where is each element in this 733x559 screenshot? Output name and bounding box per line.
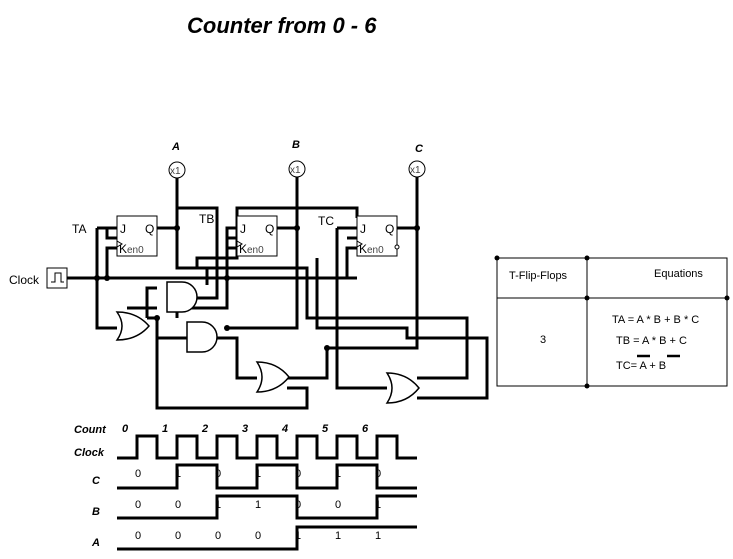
- flipflop-c: TC J Q K en0: [318, 214, 400, 257]
- timing-B-bit-1: 0: [175, 499, 181, 511]
- ff-a-q-pin: Q: [145, 222, 154, 236]
- ff-c-input-label: TC: [318, 214, 334, 228]
- timing-count-3: 3: [242, 423, 248, 435]
- timing-A-bit-0: 0: [135, 530, 141, 542]
- probe-b: B x1: [288, 139, 306, 178]
- timing-A-bit-3: 0: [255, 530, 261, 542]
- clock-source: Clock: [9, 267, 68, 289]
- ff-a-j-pin: J: [120, 222, 126, 236]
- flipflop-a: TA J Q K en0: [72, 215, 158, 257]
- timing-A-bit-6: 1: [375, 530, 381, 542]
- probe-a-name: A: [171, 141, 180, 153]
- timing-C-bit-5: 1: [335, 468, 341, 480]
- timing-clock-wave: [117, 434, 417, 460]
- timing-bit-labels: 0 1 0 1 0 1 0 0 0 1 1 0 0 1 0 0 0 0 1 1 1: [135, 468, 381, 542]
- probe-a-label: x1: [170, 166, 181, 177]
- probe-a: A x1: [168, 141, 186, 179]
- equation-ta: TA = A * B + B * C: [612, 314, 699, 326]
- timing-A-bit-1: 0: [175, 530, 181, 542]
- timing-A-bit-4: 1: [295, 530, 301, 542]
- timing-count-4: 4: [281, 423, 288, 435]
- timing-A-bit-2: 0: [215, 530, 221, 542]
- junction-dots: [94, 225, 420, 351]
- timing-label-b: B: [92, 506, 100, 518]
- timing-label-c: C: [92, 475, 101, 487]
- ff-b-input-label: TB: [199, 212, 214, 226]
- timing-C-bit-2: 0: [215, 468, 221, 480]
- timing-diagram: Count Clock C B A 0 1 2 3 4 5 6 0 1 0 1 0 1 0 0 0 1 1 0 0 1…: [74, 423, 417, 551]
- probe-b-label: x1: [290, 165, 301, 176]
- and-gate-2: [186, 321, 218, 353]
- ff-a-en-pin: en0: [127, 245, 144, 256]
- ff-b-q-pin: Q: [265, 222, 274, 236]
- ff-c-q-pin: Q: [385, 222, 394, 236]
- ff-b-j-pin: J: [240, 222, 246, 236]
- timing-label-clock: Clock: [74, 447, 105, 459]
- equation-tb: TB = A * B + C: [616, 335, 687, 347]
- table-header-flipflops: T-Flip-Flops: [509, 270, 568, 282]
- timing-B-bit-2: 1: [215, 499, 221, 511]
- timing-B-bit-5: 0: [335, 499, 341, 511]
- ff-c-k-pin: K: [359, 242, 367, 256]
- probe-c-name: C: [415, 143, 424, 155]
- timing-B-bit-4: 0: [295, 499, 301, 511]
- flipflop-b: TB J Q K en0: [199, 212, 278, 257]
- timing-label-a: A: [91, 537, 100, 549]
- timing-A-bit-5: 1: [335, 530, 341, 542]
- timing-count-0: 0: [122, 423, 129, 435]
- timing-count-5: 5: [322, 423, 329, 435]
- diagram-title: Counter from 0 - 6: [187, 13, 377, 38]
- timing-wave-a: [117, 525, 417, 551]
- ff-a-k-pin: K: [119, 242, 127, 256]
- equations-table: T-Flip-Flops Equations 3 TA = A * B + B …: [494, 255, 730, 389]
- timing-C-bit-3: 1: [255, 468, 261, 480]
- timing-C-bit-0: 0: [135, 468, 141, 480]
- timing-C-bit-4: 0: [295, 468, 301, 480]
- probe-c-label: x1: [410, 165, 421, 176]
- or-gate-c: [385, 372, 420, 404]
- timing-B-bit-0: 0: [135, 499, 141, 511]
- or-gate-a: [115, 311, 150, 341]
- timing-C-bit-1: 1: [175, 468, 181, 480]
- ff-a-input-label: TA: [72, 222, 86, 236]
- timing-wave-b: [117, 494, 417, 520]
- equation-tc: TC= A + B: [616, 360, 666, 372]
- ff-b-en-pin: en0: [247, 245, 264, 256]
- and-gate-1: [166, 281, 198, 313]
- table-header-equations: Equations: [654, 268, 703, 280]
- timing-wave-c: [117, 463, 417, 490]
- timing-count-2: 2: [201, 423, 208, 435]
- probe-b-name: B: [292, 139, 300, 151]
- timing-C-bit-6: 0: [375, 468, 381, 480]
- timing-count-labels: 0 1 2 3 4 5 6: [122, 423, 369, 435]
- ff-c-j-pin: J: [360, 222, 366, 236]
- table-count: 3: [540, 334, 546, 346]
- timing-label-count: Count: [74, 424, 107, 436]
- timing-B-bit-6: 1: [375, 499, 381, 511]
- ff-c-en-pin: en0: [367, 245, 384, 256]
- probe-c: C x1: [408, 143, 426, 178]
- timing-count-6: 6: [362, 423, 369, 435]
- or-gate-b: [255, 361, 290, 393]
- ff-b-k-pin: K: [239, 242, 247, 256]
- timing-count-1: 1: [162, 423, 168, 435]
- timing-B-bit-3: 1: [255, 499, 261, 511]
- clock-label: Clock: [9, 273, 40, 287]
